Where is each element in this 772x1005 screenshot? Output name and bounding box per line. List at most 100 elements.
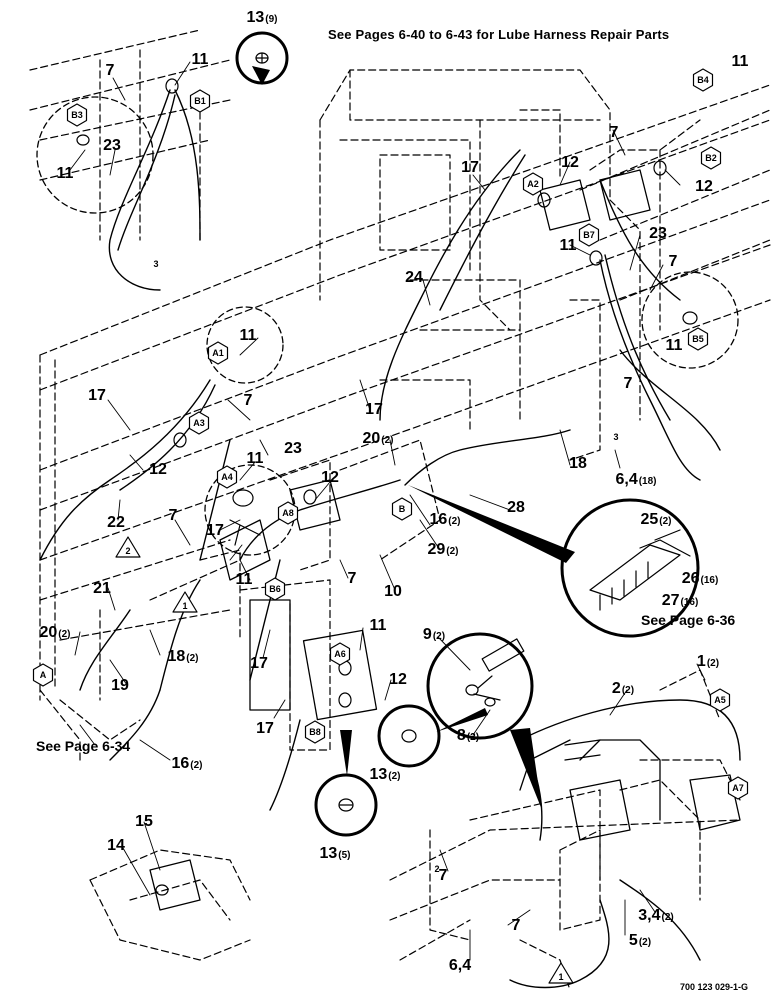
tag-label: B8 — [309, 727, 321, 737]
callout-17-d: 17 — [206, 522, 224, 539]
callout-18-a: 18 — [569, 455, 587, 472]
callout-3-4: 3,4(2) — [638, 907, 673, 924]
callout-number: 17 — [256, 720, 274, 737]
callout-16-b: 16(2) — [171, 755, 202, 772]
callout-number: 12 — [321, 469, 339, 486]
callout-number: 19 — [111, 677, 129, 694]
solid-details — [149, 169, 741, 911]
callout-number: 18 — [167, 648, 185, 665]
callout-11-e: 11 — [240, 327, 257, 344]
callout-number: 12 — [561, 154, 579, 171]
callout-13-5: 13(5) — [319, 845, 350, 862]
callout-11-d: 11 — [560, 237, 577, 254]
callout-17-a: 17 — [461, 159, 479, 176]
leader-lines — [69, 61, 706, 961]
hex-outline — [189, 89, 211, 113]
callout-18-b: 18(2) — [167, 648, 198, 665]
callout-quantity: (2) — [186, 653, 198, 664]
callout-11-a: 11 — [192, 51, 209, 68]
callout-7-e: 7 — [244, 392, 253, 409]
callout-number: 15 — [135, 813, 153, 830]
callout-number: 11 — [732, 53, 749, 70]
tag-B4: B4 — [692, 68, 714, 92]
callout-quantity: (2) — [467, 732, 479, 743]
callout-quantity: (16) — [681, 597, 699, 608]
see-page-6-34: See Page 6-34 — [36, 738, 131, 754]
callout-19: 19 — [111, 677, 129, 694]
callout-23-a: 23 — [103, 137, 121, 154]
callout-7-a: 7 — [106, 62, 115, 79]
tag-3a: 3 — [153, 259, 158, 269]
callout-number: 8 — [457, 727, 466, 744]
callout-12-b: 12 — [695, 178, 713, 195]
callout-number: 7 — [669, 253, 678, 270]
tag-A2: A2 — [522, 172, 544, 196]
callout-11-c: 11 — [732, 53, 749, 70]
tag-A7: A7 — [727, 776, 749, 800]
callout-16-a: 16(2) — [429, 511, 460, 528]
callout-10: 10 — [384, 583, 402, 600]
callout-number: 23 — [103, 137, 121, 154]
tag-B6: B6 — [264, 577, 286, 601]
see-page-6-36: See Page 6-36 — [641, 612, 736, 628]
callout-quantity: (9) — [265, 14, 277, 25]
callout-number: 7 — [244, 392, 253, 409]
tag-label: A7 — [732, 783, 744, 793]
hex-outline — [66, 103, 88, 127]
callout-12-c: 12 — [149, 461, 167, 478]
tag-label: B3 — [71, 110, 83, 120]
callout-24: 24 — [405, 269, 423, 286]
callout-quantity: (2) — [58, 629, 70, 640]
callout-number: 17 — [365, 401, 383, 418]
tag-label: B2 — [705, 153, 717, 163]
callout-quantity: (2) — [446, 546, 458, 557]
tag-B5: B5 — [687, 327, 709, 351]
callout-7-g: 7 — [348, 570, 357, 587]
tag-B1: B1 — [189, 89, 211, 113]
callout-number: 11 — [666, 337, 683, 354]
callout-11-h: 11 — [236, 571, 253, 588]
tag-1b: 1 — [548, 962, 574, 984]
callout-23-c: 23 — [284, 440, 302, 457]
callout-12-a: 12 — [561, 154, 579, 171]
callout-number: 17 — [206, 522, 224, 539]
callout-number: 23 — [284, 440, 302, 457]
callout-number: 7 — [512, 917, 521, 934]
callout-29: 29(2) — [427, 541, 458, 558]
callout-number: 13 — [369, 766, 387, 783]
callout-number: 11 — [247, 450, 264, 467]
callout-number: 16 — [171, 755, 189, 772]
callout-number: 11 — [560, 237, 577, 254]
callout-quantity: (2) — [622, 685, 634, 696]
detail-pointers — [252, 66, 575, 810]
callout-number: 7 — [169, 507, 178, 524]
callout-20-a: 20(2) — [362, 430, 393, 447]
callout-number: 13 — [319, 845, 337, 862]
callout-7-d: 7 — [624, 375, 633, 392]
callout-6-4-a: 6,4(18) — [615, 471, 656, 488]
callout-number: 16 — [429, 511, 447, 528]
callout-number: 1 — [697, 653, 706, 670]
callout-17-e: 17 — [250, 655, 268, 672]
tag-label: A3 — [193, 418, 205, 428]
callout-11-i: 11 — [370, 617, 387, 634]
callout-quantity: (2) — [381, 435, 393, 446]
callout-22: 22 — [107, 514, 125, 531]
tag-label: B5 — [692, 334, 704, 344]
callout-number: 11 — [57, 165, 74, 182]
tag-label: B6 — [269, 584, 281, 594]
tag-1a: 1 — [172, 591, 198, 613]
callout-number: 27 — [662, 592, 680, 609]
callout-number: 11 — [236, 571, 253, 588]
tag-label: A8 — [282, 508, 294, 518]
tag-label: A6 — [334, 649, 346, 659]
tag-B3: B3 — [66, 103, 88, 127]
tag-2b: 2 — [434, 864, 439, 874]
hex-outline — [304, 720, 326, 744]
callout-11-b: 11 — [57, 165, 74, 182]
callout-12-d: 12 — [321, 469, 339, 486]
callout-2: 2(2) — [612, 680, 634, 697]
hex-outline — [188, 411, 210, 435]
callout-number: 20 — [39, 624, 57, 641]
